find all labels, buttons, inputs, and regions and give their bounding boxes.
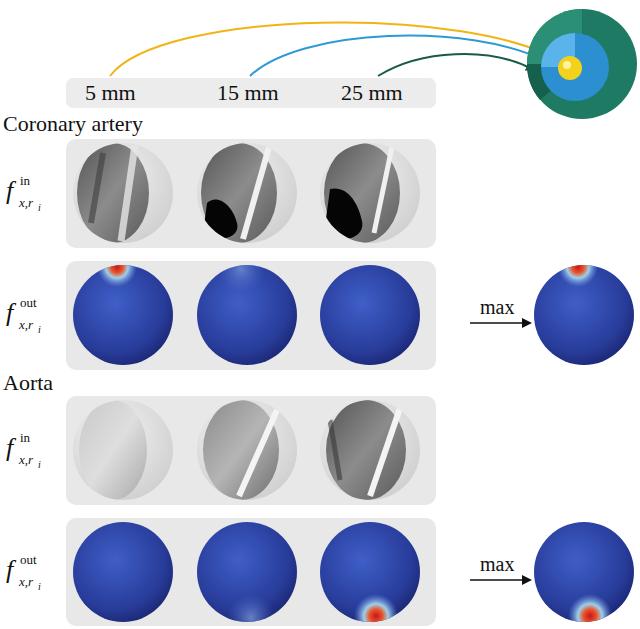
max-arrow: [470, 579, 530, 581]
function-symbol: f: [6, 557, 13, 583]
input-sphere: [73, 143, 173, 243]
nested-sphere: [527, 9, 637, 119]
panel: [66, 396, 436, 505]
function-symbol: f: [6, 178, 13, 204]
operator-label: max: [480, 297, 514, 317]
output-sphere: [73, 522, 173, 622]
subscript: i: [38, 203, 41, 213]
output-sphere: [197, 522, 297, 629]
input-sphere: [197, 400, 297, 500]
section-heading: Aorta: [3, 372, 53, 394]
radius-label: 5 mm: [85, 82, 136, 104]
output-sphere: [320, 265, 420, 365]
subscript: x,r: [19, 318, 33, 331]
output-sphere: [534, 522, 634, 629]
radius-arrow: [250, 36, 548, 76]
superscript: in: [20, 431, 30, 444]
section-heading: Coronary artery: [3, 113, 143, 135]
operator-label: max: [480, 554, 514, 574]
subscript: x,r: [19, 453, 33, 466]
output-sphere: [534, 247, 634, 365]
input-sphere: [320, 143, 420, 243]
panel: [66, 139, 436, 248]
subscript: x,r: [19, 196, 33, 209]
superscript: out: [20, 296, 37, 309]
input-sphere: [197, 143, 297, 243]
input-sphere: [320, 400, 420, 500]
radius-band: 5 mm 15 mm 25 mm: [66, 78, 436, 108]
input-sphere: [73, 400, 173, 500]
subscript: i: [38, 460, 41, 470]
output-sphere: [73, 247, 173, 365]
output-sphere: [197, 245, 297, 365]
max-arrow: [470, 322, 530, 324]
subscript: i: [38, 582, 41, 592]
radius-label: 15 mm: [217, 82, 279, 104]
subscript: i: [38, 325, 41, 335]
superscript: out: [20, 553, 37, 566]
radius-arrow: [378, 54, 534, 76]
superscript: in: [20, 174, 30, 187]
function-symbol: f: [6, 435, 13, 461]
subscript: x,r: [19, 575, 33, 588]
radius-label: 25 mm: [341, 82, 403, 104]
function-symbol: f: [6, 300, 13, 326]
radius-arrow: [110, 23, 566, 76]
output-sphere: [320, 522, 420, 629]
